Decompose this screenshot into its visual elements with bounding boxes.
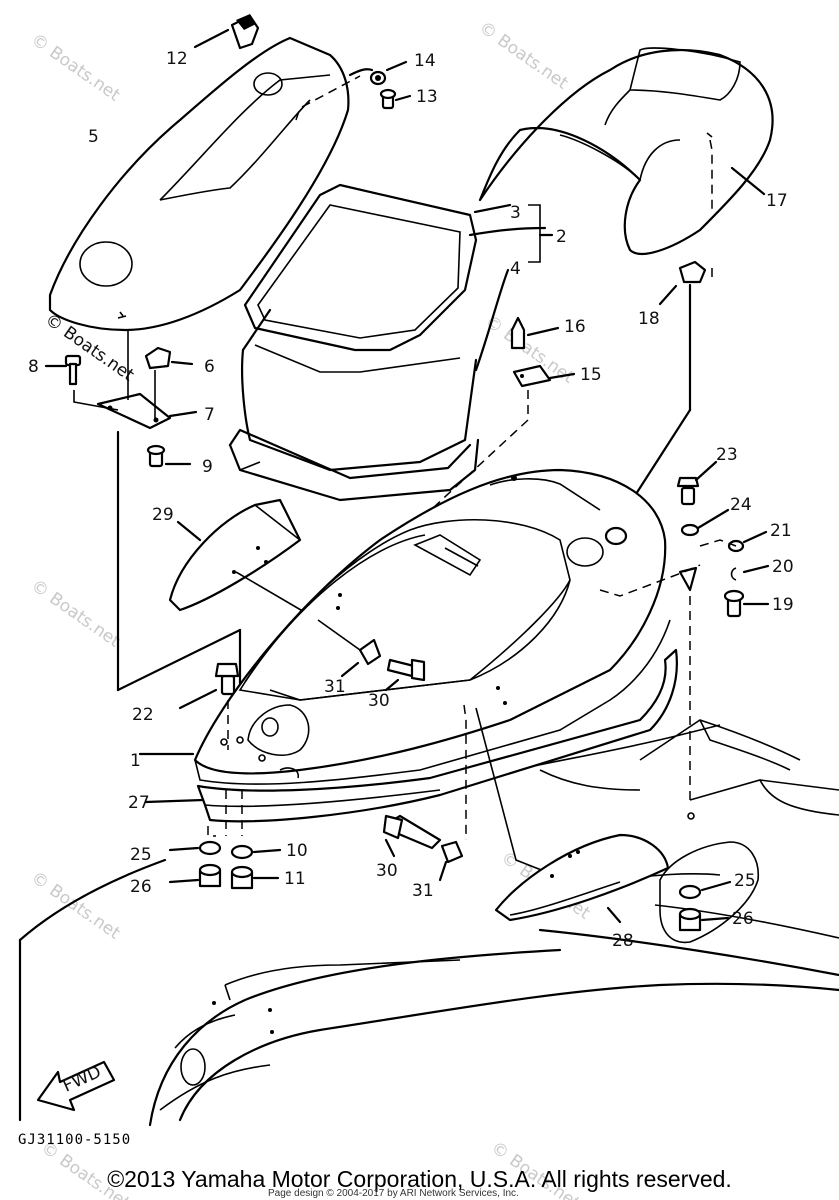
callout-19: 19 (772, 595, 794, 615)
callout-labels: 1 2 3 4 5 6 7 8 9 10 11 12 13 14 15 16 1… (28, 49, 794, 951)
svg-text:© Boats.net: © Boats.net (27, 576, 124, 652)
callout-24: 24 (730, 495, 752, 515)
callout-9: 9 (202, 457, 213, 477)
callout-25-right: 25 (734, 871, 756, 891)
callout-31-upper: 31 (324, 677, 346, 697)
callout-28: 28 (612, 931, 634, 951)
parts-6-7-8-9-hinge (44, 330, 242, 742)
callout-1: 1 (130, 751, 141, 771)
part-22-bolt (178, 662, 240, 750)
callout-22: 22 (132, 705, 154, 725)
callout-10: 10 (286, 841, 308, 861)
callout-13: 13 (416, 87, 438, 107)
parts-13-14 (295, 60, 412, 121)
parts-30-31-upper (317, 619, 426, 692)
callout-8: 8 (28, 357, 39, 377)
callout-26: 26 (130, 877, 152, 897)
callout-2: 2 (556, 227, 567, 247)
callout-3: 3 (510, 203, 521, 223)
parts-10-11-25-26-lower (168, 790, 282, 890)
parts-25-26-right (659, 841, 759, 944)
callout-27: 27 (128, 793, 150, 813)
diagram-code: GJ31100-5150 (18, 1132, 132, 1148)
svg-text:© Boats.net: © Boats.net (475, 18, 572, 94)
callout-6: 6 (204, 357, 215, 377)
callout-15: 15 (580, 365, 602, 385)
parts-19-24-hardware (599, 460, 770, 800)
callout-20: 20 (772, 557, 794, 577)
parts-2-3-4-storage-tub (228, 183, 554, 502)
callout-14: 14 (414, 51, 436, 71)
part-17-seat-cover (478, 47, 774, 255)
svg-text:© Boats.net: © Boats.net (27, 30, 124, 106)
callout-12: 12 (166, 49, 188, 69)
parts-28-30-31-lower (382, 704, 670, 924)
part-5-front-cover (48, 36, 350, 332)
svg-text:© Boats.net: © Boats.net (27, 868, 124, 944)
parts-15-16-latch (419, 316, 576, 546)
callout-25: 25 (130, 845, 152, 865)
part-1-deck (138, 468, 671, 785)
callout-16: 16 (564, 317, 586, 337)
callout-17: 17 (766, 191, 788, 211)
part-27-bumper (144, 648, 678, 823)
callout-5: 5 (88, 127, 99, 147)
callout-30-lower: 30 (376, 861, 398, 881)
callout-29: 29 (152, 505, 174, 525)
callout-30-upper: 30 (368, 691, 390, 711)
page-design-credit: Page design © 2004-2017 by ARI Network S… (268, 1188, 519, 1199)
callout-11: 11 (284, 869, 306, 889)
callout-18: 18 (638, 309, 660, 329)
copyright-notice: ©2013 Yamaha Motor Corporation, U.S.A. A… (107, 1166, 732, 1192)
hull-outline (18, 719, 839, 1127)
callout-26-right: 26 (732, 909, 754, 929)
part-29-side-cover (168, 498, 319, 621)
callout-7: 7 (204, 405, 215, 425)
callout-4: 4 (510, 259, 521, 279)
fwd-arrow-icon: FWD (36, 1060, 116, 1112)
callout-31-lower: 31 (412, 881, 434, 901)
part-12-cap (193, 14, 260, 50)
callout-21: 21 (770, 521, 792, 541)
callout-23: 23 (716, 445, 738, 465)
